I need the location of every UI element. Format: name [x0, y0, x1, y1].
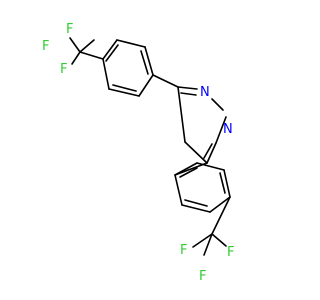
bottom-benzene-ring	[174, 162, 231, 213]
top-benzene-ring	[102, 39, 154, 97]
nitrogen-atom-label: N	[200, 85, 210, 100]
fluorine-atom-label: F	[42, 39, 49, 54]
fluorine-atom-label: F	[180, 243, 187, 258]
top-trifluoromethyl-bonds	[69, 37, 104, 65]
bottom-trifluoromethyl-bonds	[192, 196, 231, 256]
fluorine-atom-label: F	[227, 245, 234, 260]
nitrogen-atom-label: N	[223, 122, 233, 137]
background	[0, 0, 300, 300]
molecule-structure-diagram: N N F F F F F F	[0, 0, 300, 300]
bond-link-top	[152, 74, 179, 88]
fluorine-atom-label: F	[199, 269, 206, 284]
fluorine-atom-label: F	[66, 22, 73, 37]
pyrimidine-ring	[177, 86, 227, 164]
fluorine-atom-label: F	[60, 62, 67, 77]
